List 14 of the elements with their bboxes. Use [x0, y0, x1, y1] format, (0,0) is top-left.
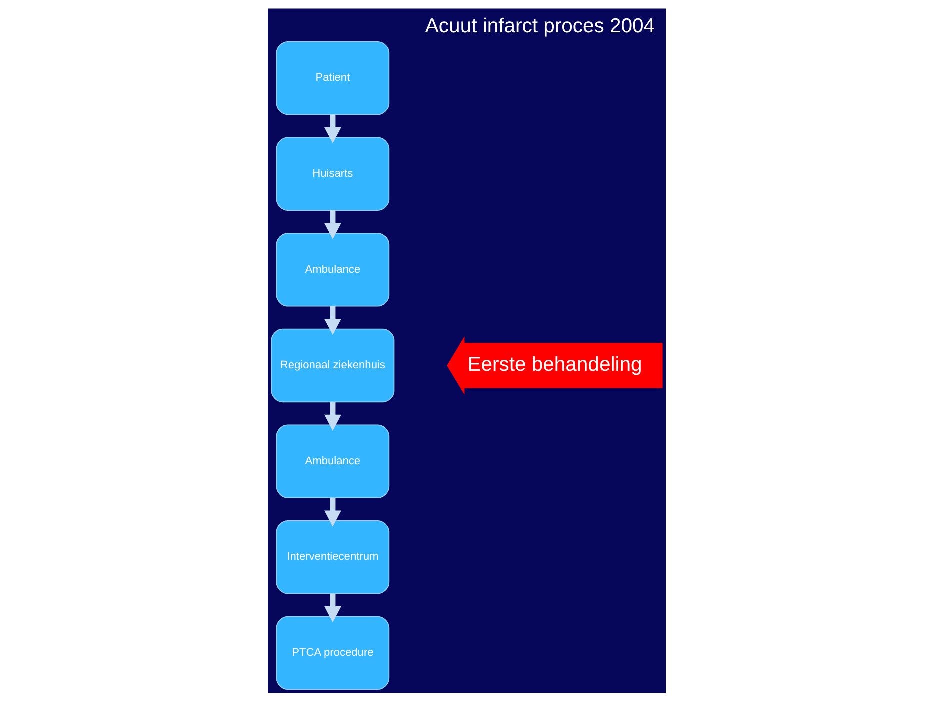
arrow [324, 306, 341, 336]
diagram-title: Acuut infarct proces 2004 [424, 15, 655, 38]
node-box: Regionaal ziekenhuis [270, 328, 394, 403]
node-box: Huisarts [276, 137, 390, 211]
arrow [324, 594, 341, 623]
arrow [324, 210, 341, 240]
node-box: Ambulance [276, 424, 390, 498]
node-box: Interventiecentrum [276, 520, 390, 594]
arrow [324, 498, 341, 527]
arrow [324, 402, 341, 431]
node-box: Patient [276, 41, 390, 116]
arrow [324, 114, 341, 144]
node-box: PTCA procedure [276, 616, 390, 690]
node-box: Ambulance [276, 233, 390, 307]
